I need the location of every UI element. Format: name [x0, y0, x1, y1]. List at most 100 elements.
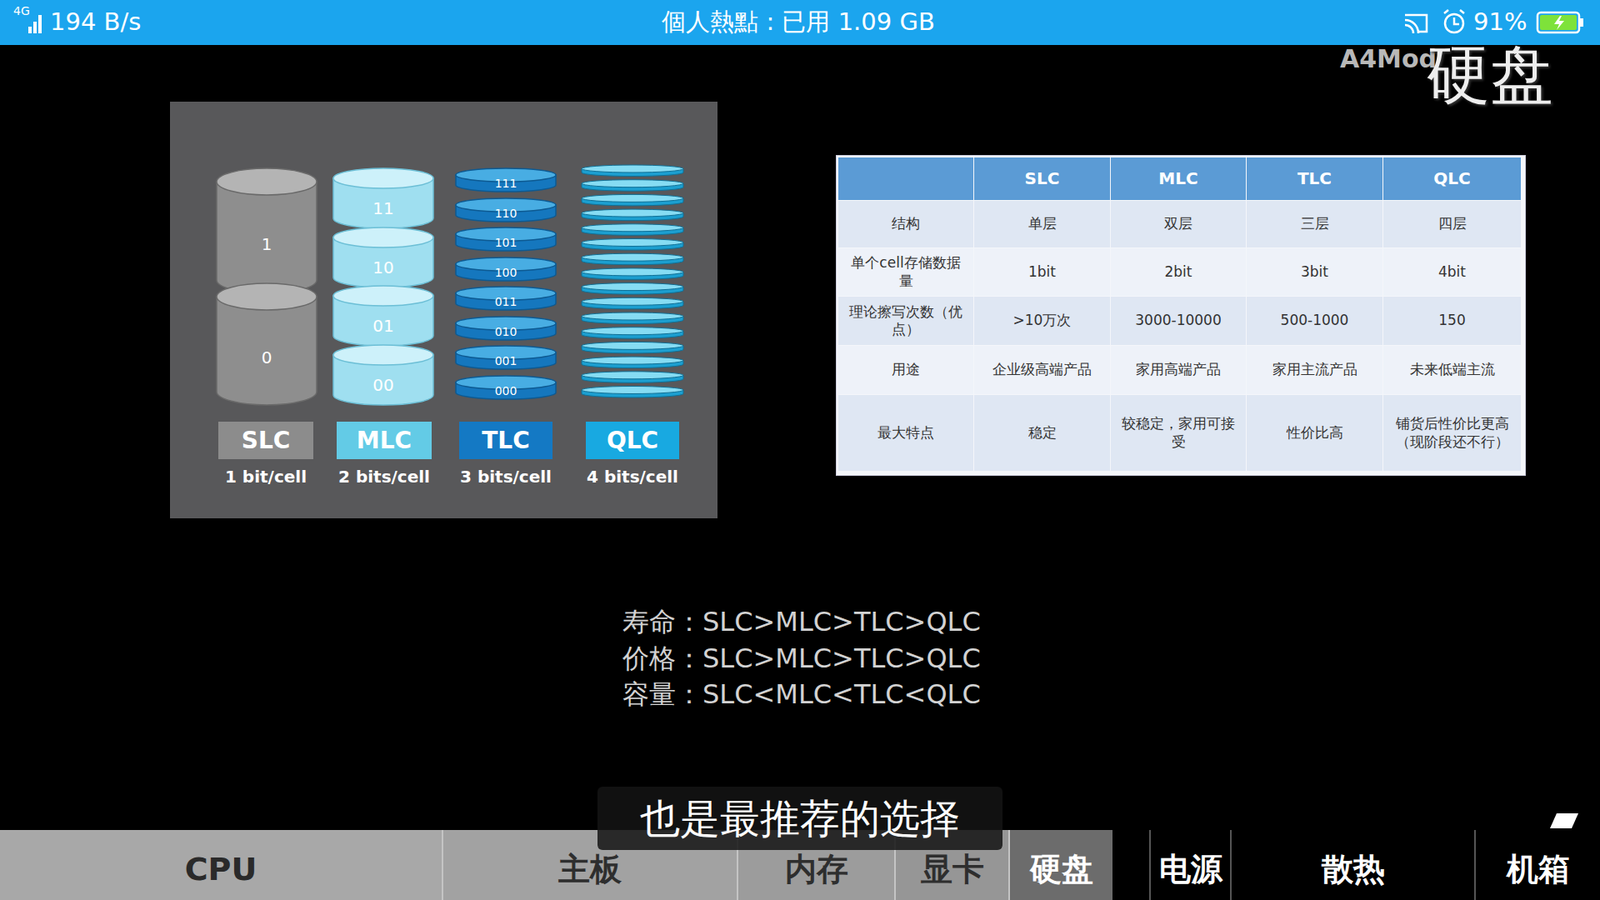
section-watermark: 硬盘	[1426, 38, 1554, 111]
table-corner-cell	[838, 157, 974, 200]
nav-tab-label: 显卡	[920, 853, 985, 885]
cell-text: 家用主流产品	[1272, 360, 1358, 379]
cylinder-top	[333, 227, 434, 248]
cell-text-area: 010	[455, 323, 556, 340]
table-cell: 未来低端主流	[1383, 345, 1521, 395]
subtitle-box: 也是最推荐的选择	[597, 786, 1003, 850]
table-cell: >10万次	[974, 296, 1110, 345]
bits-per-cell: 3 bits/cell	[434, 466, 578, 487]
signal-icon	[28, 15, 42, 34]
table-cell: 稳定	[974, 395, 1110, 471]
cell-text-area: 100	[455, 264, 556, 281]
cell-text: 稳定	[1028, 424, 1057, 442]
slc-cell: 1	[216, 168, 317, 294]
cell-text: 未来低端主流	[1410, 360, 1495, 379]
cell-text: 4bit	[1438, 263, 1466, 281]
table-cell: 较稳定，家用可接受	[1110, 395, 1246, 471]
cell-text-area: 10	[333, 247, 434, 288]
cell-bits: 111	[495, 177, 518, 190]
cell-bits: 100	[495, 266, 518, 279]
qlc-disc-top	[581, 165, 684, 173]
cell-text-area: 101	[455, 234, 556, 251]
network-type: 4G	[13, 4, 30, 18]
qlc-disc-top	[581, 224, 684, 232]
type-label-box: TLC	[459, 421, 553, 460]
table-cell: 用途	[838, 345, 974, 395]
qlc-disc-top	[581, 283, 684, 291]
cell-bits: 101	[495, 236, 518, 249]
cell-text: 性价比高	[1286, 424, 1344, 442]
cell-text: 铺货后性价比更高（现阶段还不行）	[1390, 415, 1515, 451]
table-cell: 最大特点	[838, 395, 974, 471]
table-cell: 500-1000	[1246, 296, 1383, 345]
type-label-box: SLC	[218, 421, 314, 460]
nav-tab-label: 散热	[1321, 853, 1385, 885]
cell-bits: 011	[495, 295, 518, 308]
type-label-box: QLC	[585, 421, 680, 460]
cell-text: 500-1000	[1280, 311, 1350, 330]
nav-tab-label: 机箱	[1506, 853, 1570, 885]
type-label: QLC4 bits/cell	[585, 421, 680, 460]
table-header-cell: MLC	[1110, 157, 1246, 200]
cell-text: 四层	[1438, 215, 1467, 233]
cell-text-area: 000	[455, 382, 556, 400]
cell-text-area: 111	[455, 175, 556, 192]
cylinder-top	[216, 168, 317, 195]
table-cell: 单个cell存储数据量	[838, 248, 974, 296]
nav-tab-label: 内存	[785, 853, 849, 885]
cell-bits: 001	[495, 355, 518, 367]
cylinder-top	[333, 345, 434, 365]
table-cell: 四层	[1383, 200, 1521, 248]
nav-tab: 散热	[1230, 830, 1475, 900]
watermark: A4Mod	[1340, 45, 1437, 75]
table-cell: 1bit	[974, 248, 1110, 296]
type-label-box: MLC	[336, 421, 432, 460]
nav-tab-label: 主板	[558, 853, 622, 885]
cylinder-shape	[333, 227, 434, 288]
nav-tab: 硬盘	[1008, 830, 1113, 900]
cylinder-top	[333, 168, 434, 189]
table-cell: 3000-10000	[1110, 296, 1246, 345]
hotspot-status: 個人熱點 : 已用 1.09 GB	[661, 8, 935, 36]
table-cell: 结构	[838, 200, 974, 248]
qlc-disc-top	[581, 327, 684, 335]
cell-text-area: 00	[333, 365, 434, 405]
table-cell: 4bit	[1383, 248, 1521, 296]
mlc-cell: 10	[333, 227, 434, 288]
cell-text-area: 11	[333, 188, 434, 229]
subtitle: 也是最推荐的选择	[640, 798, 960, 839]
cell-bits: 110	[495, 207, 518, 220]
cell-text: 用途	[891, 360, 920, 379]
battery-icon	[1537, 12, 1584, 33]
cylinder-shape	[333, 345, 434, 405]
bits-per-cell: 2 bits/cell	[311, 466, 457, 487]
tlc-cell: 011	[455, 286, 556, 310]
cell-bits: 00	[372, 376, 394, 394]
qlc-disc-top	[581, 341, 684, 350]
nav-tab: 电源	[1149, 830, 1230, 900]
table-cell: 理论擦写次数（优点）	[838, 296, 974, 345]
qlc-disc-top	[581, 356, 684, 365]
cell-bits: 11	[372, 200, 394, 217]
nav-tab-label: 硬盘	[1030, 853, 1094, 885]
cell-text: 3bit	[1300, 263, 1329, 281]
qlc-disc-top	[581, 297, 684, 305]
cylinder-shape	[333, 168, 434, 229]
cell-text-area: 001	[455, 352, 556, 370]
cell-text: 2bit	[1165, 263, 1193, 281]
cell-bits: 0	[261, 349, 273, 366]
battery-percent: 91%	[1473, 8, 1527, 36]
cylinder-shape	[333, 285, 434, 346]
qlc-stack	[581, 165, 684, 407]
table-cell: 150	[1383, 296, 1521, 345]
tlc-cell: 000	[455, 375, 556, 400]
cell-bits: 01	[372, 317, 394, 335]
bits-per-cell: 4 bits/cell	[560, 466, 705, 487]
slc-cell: 0	[216, 283, 317, 405]
table-header-cell: QLC	[1383, 157, 1521, 200]
nav-tab: CPU	[0, 830, 442, 900]
comparison-line: 寿命：SLC>MLC>TLC>QLC	[622, 606, 981, 638]
cell-text-area: 1	[216, 195, 317, 294]
tlc-cell: 100	[455, 257, 556, 281]
